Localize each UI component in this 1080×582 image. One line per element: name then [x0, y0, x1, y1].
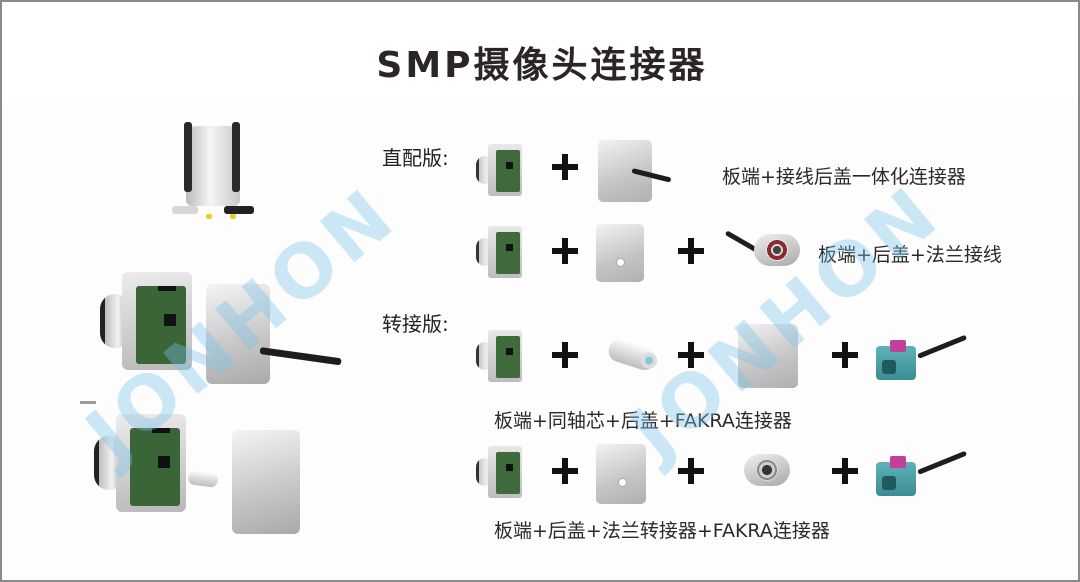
row-description: 板端+后盖+法兰转接器+FAKRA连接器	[494, 520, 830, 542]
camera-module-assembled-image	[172, 122, 254, 222]
board-end-large-image-2	[94, 414, 190, 514]
rear-cover-with-core-image	[738, 324, 798, 388]
board-end-large-image	[100, 272, 196, 372]
plus-icon	[678, 342, 704, 368]
row-description: 板端+接线后盖一体化连接器	[722, 166, 966, 188]
plus-icon	[552, 342, 578, 368]
flange-adapter-image	[744, 454, 790, 486]
title-band	[4, 4, 1078, 100]
rear-cover-large-image	[232, 430, 300, 534]
plus-icon	[678, 238, 704, 264]
board-end-image	[476, 224, 524, 280]
plus-icon	[678, 458, 704, 484]
fakra-connector-image	[876, 456, 932, 496]
plus-icon	[552, 154, 578, 180]
section-label-adapter: 转接版:	[382, 312, 449, 336]
plus-icon	[832, 342, 858, 368]
fakra-connector-image	[876, 340, 932, 380]
plus-icon	[832, 458, 858, 484]
board-end-image	[476, 444, 524, 500]
tiny-caption-mark	[80, 401, 96, 404]
plus-icon	[552, 458, 578, 484]
plus-icon	[552, 238, 578, 264]
board-end-image	[476, 142, 524, 198]
page-title: SMP摄像头连接器	[376, 45, 708, 86]
section-label-direct: 直配版:	[382, 146, 449, 170]
rear-cover-image	[596, 224, 644, 282]
row-description: 板端+后盖+法兰接线	[818, 244, 1002, 266]
row-description: 板端+同轴芯+后盖+FAKRA连接器	[494, 410, 792, 432]
rear-cover-image	[596, 444, 646, 504]
board-end-image	[476, 328, 524, 384]
cable-cover-large-image	[206, 284, 270, 384]
flange-connector-image	[754, 234, 800, 266]
